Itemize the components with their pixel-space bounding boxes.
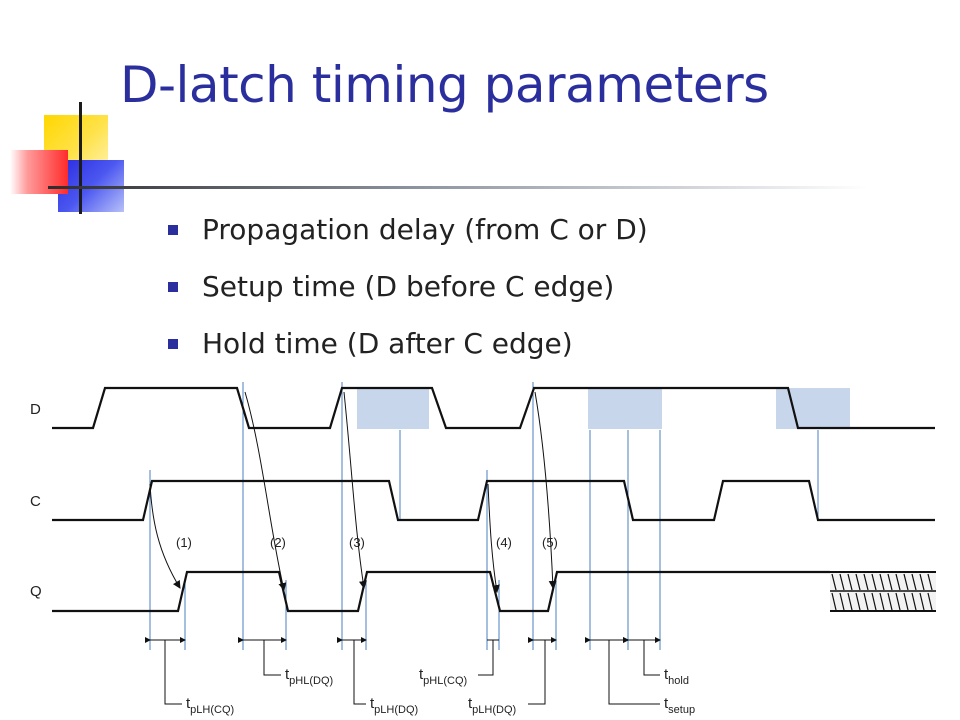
q-waveform <box>52 570 830 613</box>
timing-diagram: D C Q <box>30 382 936 716</box>
causal-arrows <box>149 391 557 593</box>
signal-label-d: D <box>30 401 41 418</box>
event-label: (5) <box>542 535 558 550</box>
vertical-rule <box>79 102 82 214</box>
slide-title: D-latch timing parameters <box>120 56 769 114</box>
bullet-text: Propagation delay (from C or D) <box>202 213 648 246</box>
event-label: (4) <box>496 535 512 550</box>
signal-label-q: Q <box>30 583 42 600</box>
bullet-item: Hold time (D after C edge) <box>168 322 648 379</box>
title-underline <box>48 186 868 189</box>
guide-lines <box>149 382 819 650</box>
signal-label-c: C <box>30 493 41 510</box>
timing-label-thold: thold <box>664 666 689 687</box>
timing-label-tphl-dq: tpHL(DQ) <box>285 666 333 687</box>
timing-label-tphl-cq: tpHL(CQ) <box>419 666 467 687</box>
event-label: (1) <box>176 535 192 550</box>
event-label: (3) <box>349 535 365 550</box>
bullet-marker <box>168 282 178 292</box>
setup-hold-window <box>588 388 662 429</box>
timing-label-tplh-dq: tpLH(DQ) <box>370 695 418 716</box>
setup-hold-window <box>357 388 429 429</box>
timing-label-tsetup: tsetup <box>664 695 695 716</box>
d-waveform <box>52 386 935 430</box>
timing-label-tplh-dq-2: tpLH(DQ) <box>468 695 516 716</box>
bullet-text: Setup time (D before C edge) <box>202 270 615 303</box>
q-unknown-hatch <box>830 571 936 612</box>
c-waveform <box>52 479 935 522</box>
bullet-marker <box>168 339 178 349</box>
bullet-marker <box>168 225 178 235</box>
timing-label-tplh-cq: tpLH(CQ) <box>186 695 234 716</box>
bullet-item: Setup time (D before C edge) <box>168 265 648 322</box>
bullet-item: Propagation delay (from C or D) <box>168 208 648 265</box>
event-label: (2) <box>270 535 286 550</box>
setup-hold-window <box>776 388 850 429</box>
leader-lines <box>164 640 660 705</box>
bullet-text: Hold time (D after C edge) <box>202 327 573 360</box>
bullet-list: Propagation delay (from C or D) Setup ti… <box>168 208 648 379</box>
